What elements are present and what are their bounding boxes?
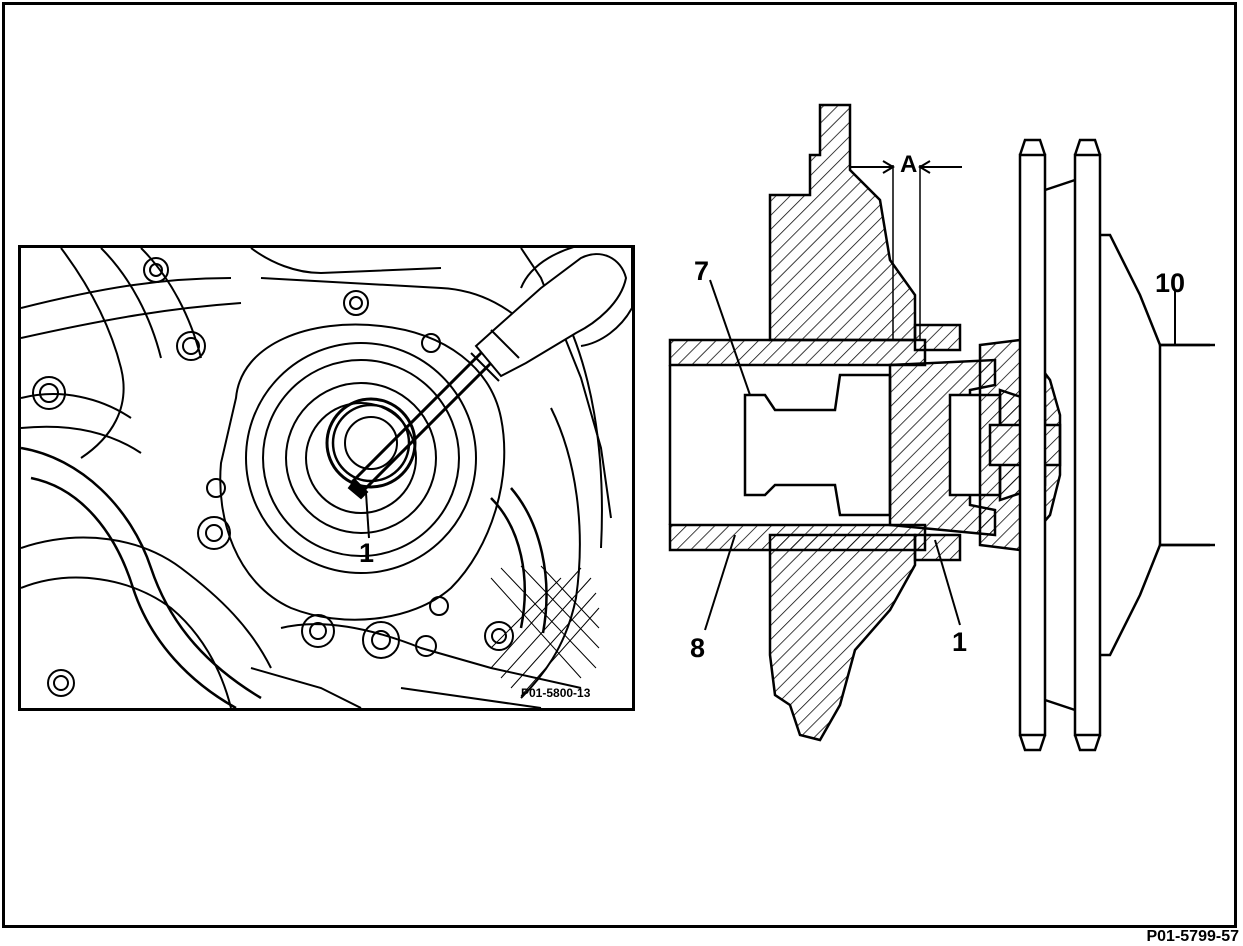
figure-frame <box>2 2 1237 928</box>
shaft-callout: 10 <box>1155 268 1186 298</box>
left-view-reference: P01-5800-13 <box>521 686 591 700</box>
seal-callout-right: 1 <box>952 627 968 657</box>
adapter-callout: 7 <box>694 256 710 286</box>
seal-removal-drawing <box>21 248 632 708</box>
sleeve-callout: 8 <box>690 633 706 663</box>
cross-section-view: A 7 8 1 10 <box>650 95 1220 755</box>
seal-callout-left: 1 <box>359 538 375 568</box>
seal-removal-view: 1 P01-5800-13 <box>18 245 635 711</box>
cross-section-drawing <box>668 103 1215 752</box>
figure-reference: P01-5799-57 <box>1146 928 1239 945</box>
dimension-label-a: A <box>900 151 918 178</box>
